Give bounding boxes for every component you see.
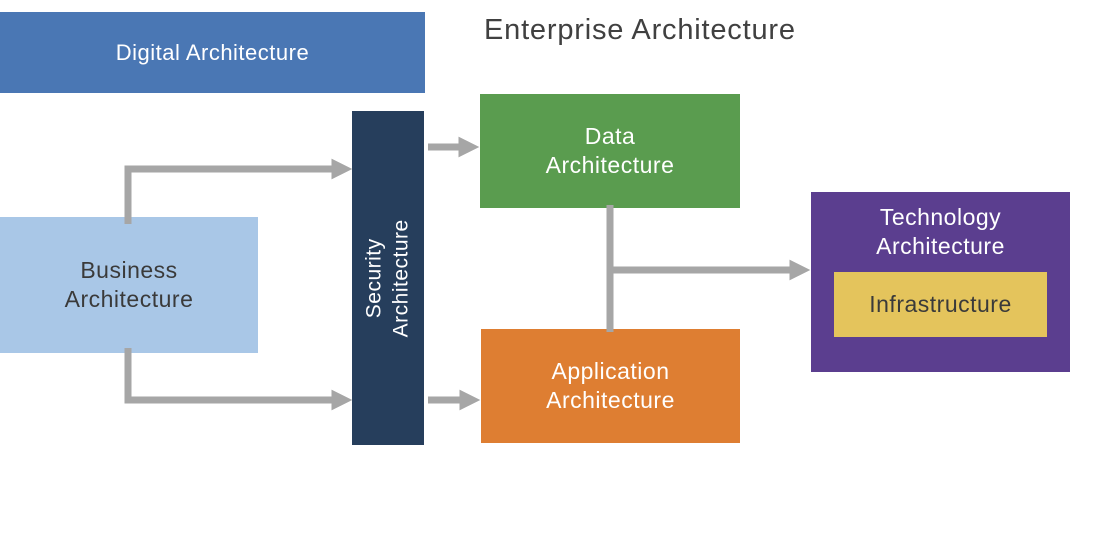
infrastructure-label: Infrastructure <box>869 291 1012 317</box>
business-architecture-box: Business Architecture <box>0 217 258 353</box>
data-architecture-label: Data Architecture <box>545 123 675 178</box>
page-title: Enterprise Architecture <box>484 14 796 46</box>
connector-business-top-to-security <box>124 158 353 224</box>
connector-business-bottom-to-security <box>124 348 353 411</box>
application-architecture-box: Application Architecture <box>481 329 740 443</box>
digital-architecture-label: Digital Architecture <box>115 39 310 65</box>
infrastructure-box: Infrastructure <box>834 272 1047 337</box>
digital-architecture-box: Digital Architecture <box>0 12 425 93</box>
technology-architecture-label: Technology Architecture <box>876 204 1005 259</box>
business-architecture-label: Business Architecture <box>64 257 194 312</box>
data-architecture-box: Data Architecture <box>480 94 740 208</box>
application-architecture-label: Application Architecture <box>546 358 675 413</box>
security-architecture-box: Security Architecture <box>352 111 424 445</box>
security-architecture-label: Security Architecture <box>362 218 414 338</box>
